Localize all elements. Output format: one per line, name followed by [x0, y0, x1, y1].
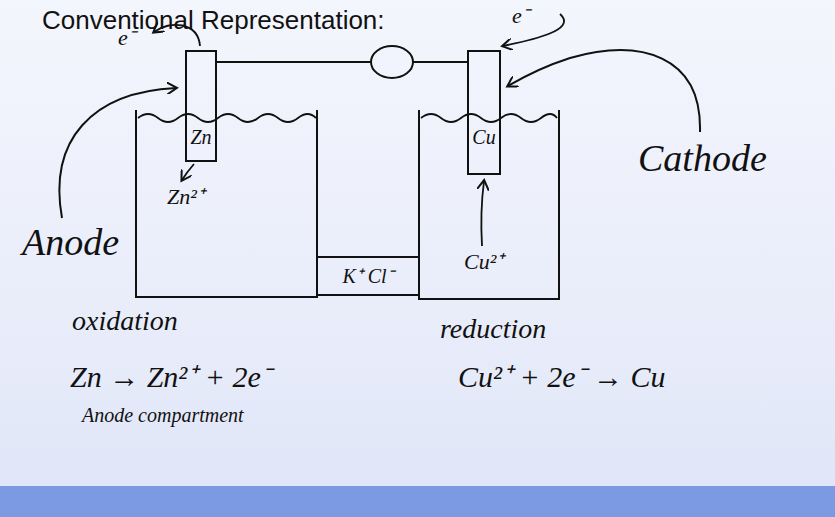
ion-arrow — [481, 181, 484, 246]
water-line — [421, 114, 557, 122]
ion-label: Zn²⁺ — [167, 185, 204, 209]
zinc-electrode: Zn — [185, 50, 217, 162]
electrode-label: Zn — [190, 126, 211, 148]
half-reaction: Zn → Zn²⁺ + 2e⁻ — [70, 360, 271, 393]
electrode-label: Cu — [472, 126, 495, 148]
electron-label: e⁻ — [118, 26, 135, 50]
electron-label: e⁻ — [512, 4, 529, 28]
copper-electrode: Cu — [467, 50, 501, 175]
slide-title: Conventional Representation: — [42, 6, 385, 35]
half-reaction: Cu²⁺ + 2e⁻ → Cu — [458, 360, 666, 393]
water-line — [138, 114, 316, 122]
anode-pointer — [59, 88, 176, 218]
electrode-name: Cathode — [638, 138, 767, 180]
ion-label: Cu²⁺ — [464, 250, 503, 274]
process-label: oxidation — [72, 306, 178, 337]
electrode-name: Anode — [22, 222, 119, 264]
salt-bridge-label: K⁺ Cl⁻ — [342, 265, 393, 287]
meter-symbol — [371, 46, 413, 78]
salt-bridge: K⁺ Cl⁻ — [316, 256, 420, 296]
cathode-beaker: Cu²⁺ — [418, 110, 560, 300]
anode-beaker: Zn²⁺ — [135, 110, 318, 298]
process-label: reduction — [440, 314, 546, 345]
cathode-pointer — [508, 50, 700, 132]
compartment-note: Anode compartment — [82, 404, 244, 426]
ion-arrow — [182, 164, 194, 180]
circuit-wire — [217, 61, 467, 63]
footer-band — [0, 486, 835, 517]
